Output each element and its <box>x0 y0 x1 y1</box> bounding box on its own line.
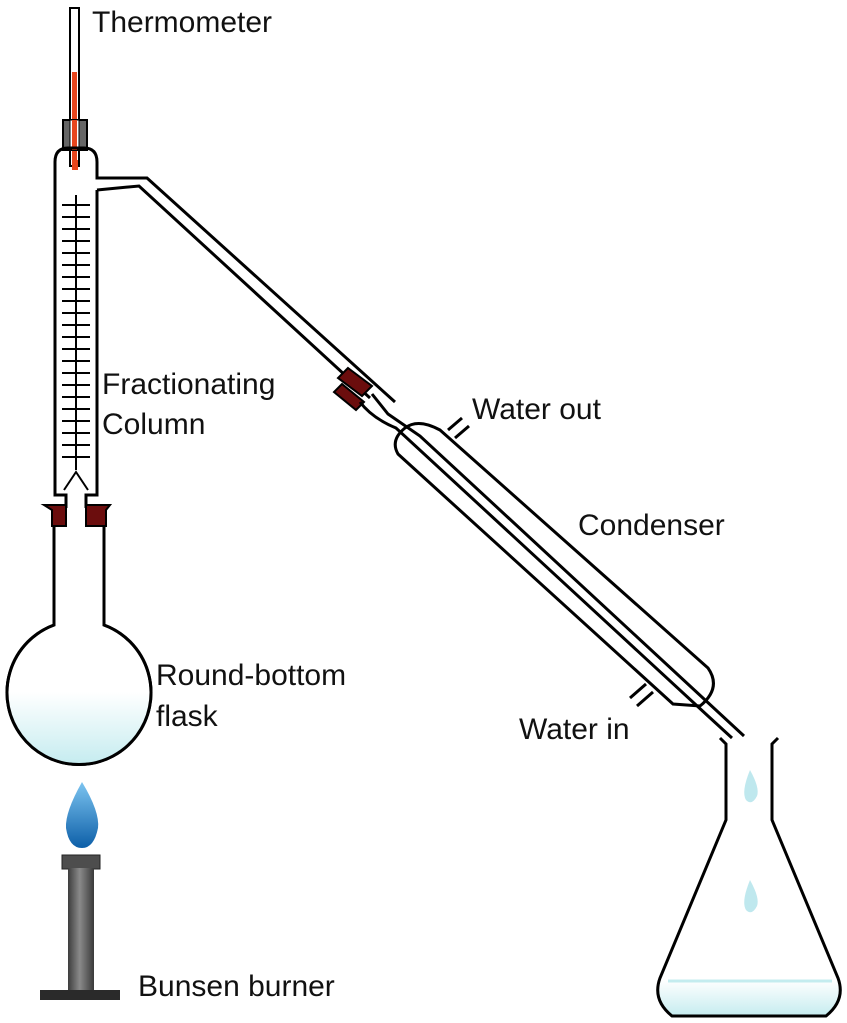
burner-base <box>40 990 120 1000</box>
flask-stopper-left <box>40 504 67 527</box>
water-out-nozzle <box>447 416 470 440</box>
condenser-label: Condenser <box>578 509 725 542</box>
fractionating-column-label-line1: Fractionating <box>102 368 276 401</box>
bunsen-burner-label: Bunsen burner <box>138 970 335 1003</box>
falling-drop <box>744 880 758 913</box>
column-indentations <box>62 204 90 458</box>
round-bottom-flask <box>5 504 153 766</box>
fractionating-column <box>53 146 397 508</box>
burner-barrel <box>68 868 94 992</box>
receiving-flask <box>656 736 842 1018</box>
bunsen-burner <box>40 782 120 1000</box>
receiving-flask-liquid <box>657 980 841 1016</box>
thermometer <box>62 7 88 170</box>
round-bottom-flask-label-line1: Round-bottom <box>156 659 347 692</box>
side-arm-joint <box>332 366 374 412</box>
flask-liquid <box>8 692 150 764</box>
water-in-label: Water in <box>519 713 630 746</box>
flask-stopper-right <box>85 504 113 527</box>
flame <box>65 782 99 848</box>
water-out-label: Water out <box>472 393 601 426</box>
fractionating-column-label-line2: Column <box>102 408 206 441</box>
falling-drop <box>744 770 758 803</box>
burner-top <box>61 854 101 870</box>
water-in-nozzle <box>629 682 654 708</box>
thermometer-label: Thermometer <box>92 6 273 39</box>
thermometer-bulb <box>72 160 78 170</box>
round-bottom-flask-label-line2: flask <box>156 700 218 733</box>
condenser <box>358 393 746 740</box>
